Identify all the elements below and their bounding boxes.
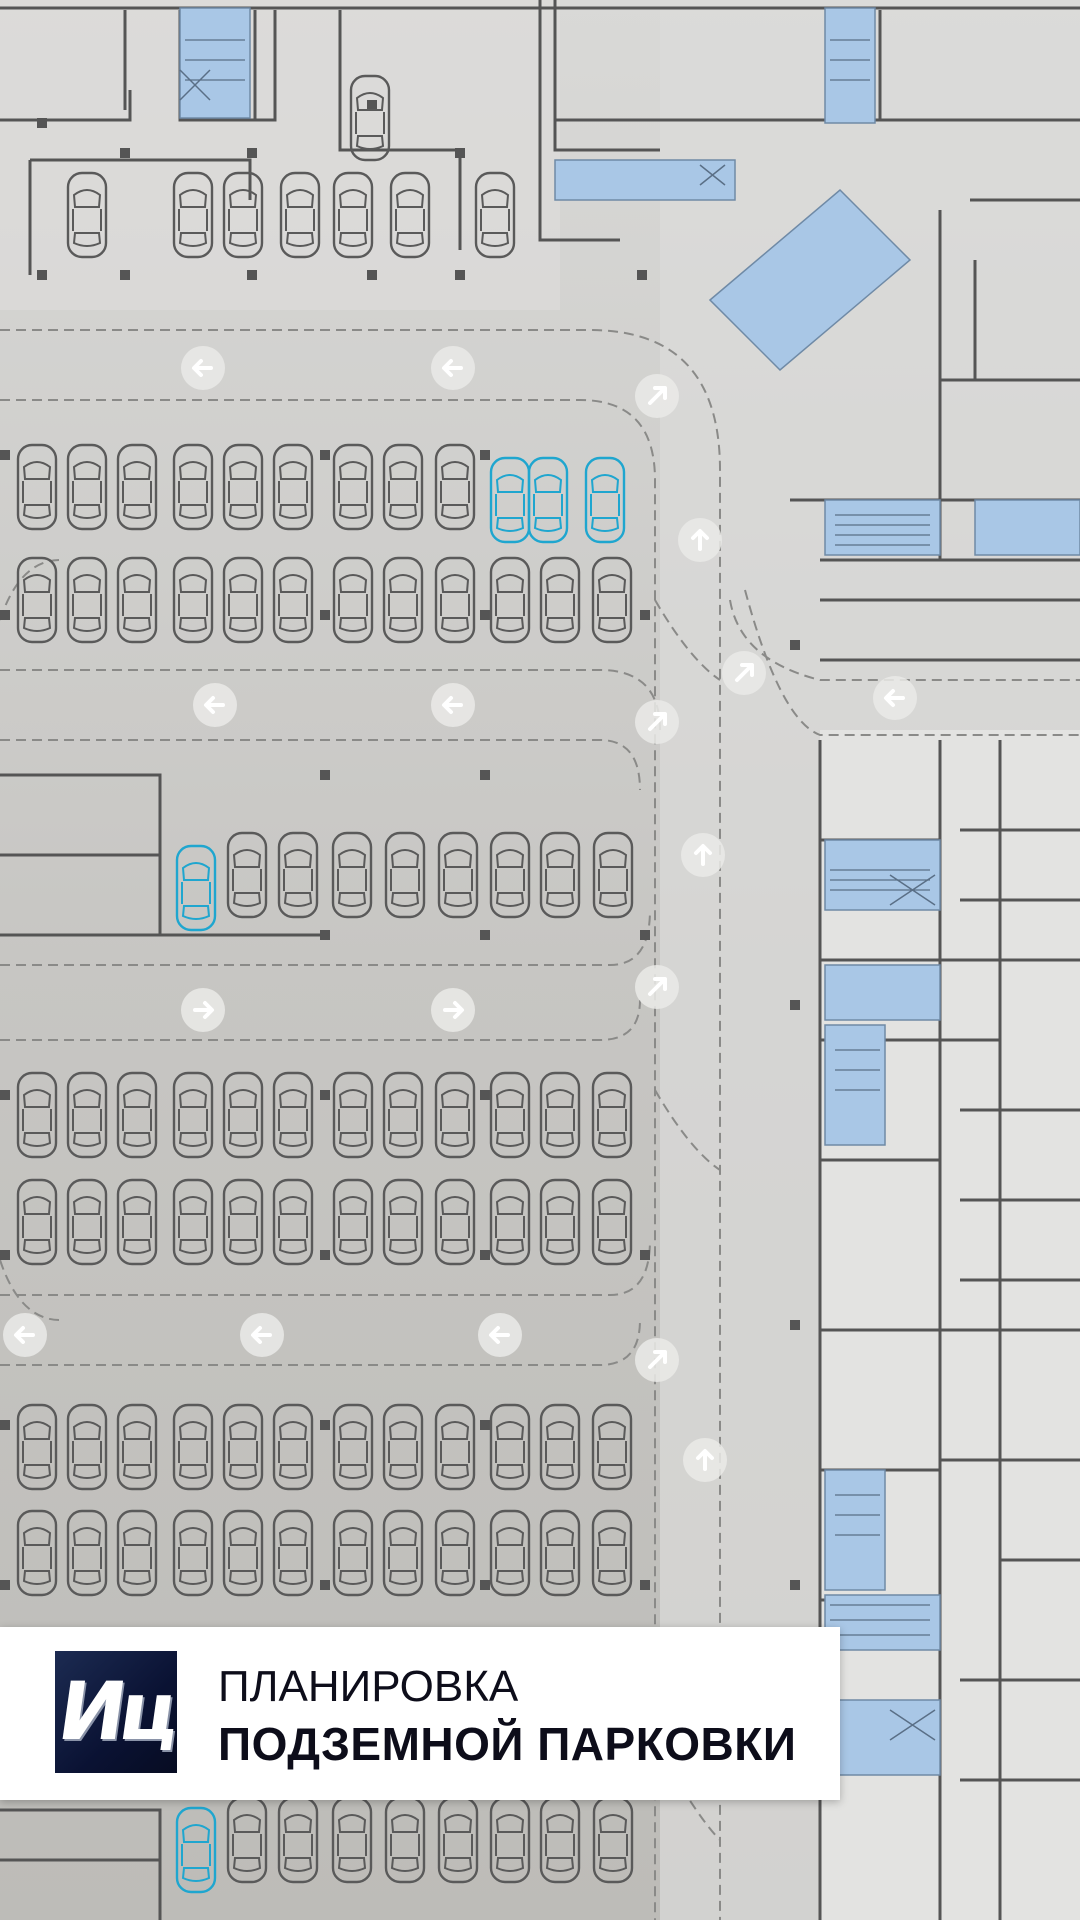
elevator-icon: [179, 69, 936, 1741]
arrow-diagonal-icon: [720, 649, 768, 697]
title-line-2: ПОДЗЕМНОЙ ПАРКОВКИ: [218, 1718, 797, 1770]
brand-logo: Иц: [52, 1651, 180, 1773]
arrow-left-icon: [179, 344, 227, 392]
stairwell-highlights: [179, 7, 1080, 1776]
stairs-icon: [185, 39, 930, 1636]
arrow-left-icon: [476, 1311, 524, 1359]
arrow-left-icon: [429, 344, 477, 392]
arrow-diagonal-icon: [633, 372, 681, 420]
arrow-up-icon: [679, 831, 727, 879]
arrow-left-icon: [238, 1311, 286, 1359]
arrow-left-icon: [191, 681, 239, 729]
arrow-left-icon: [429, 681, 477, 729]
brand-logo-text: Иц: [52, 1665, 180, 1758]
title-banner: Иц ПЛАНИРОВКА ПОДЗЕМНОЙ ПАРКОВКИ: [0, 1627, 840, 1800]
arrow-up-icon: [676, 516, 724, 564]
arrow-right-icon: [179, 986, 227, 1034]
arrow-diagonal-icon: [633, 963, 681, 1011]
title-line-1: ПЛАНИРОВКА: [218, 1662, 519, 1711]
arrow-diagonal-icon: [633, 1336, 681, 1384]
arrow-left-icon: [871, 674, 919, 722]
arrow-left-icon: [1, 1311, 49, 1359]
arrow-diagonal-icon: [633, 698, 681, 746]
arrow-right-icon: [429, 986, 477, 1034]
arrow-up-icon: [681, 1436, 729, 1484]
